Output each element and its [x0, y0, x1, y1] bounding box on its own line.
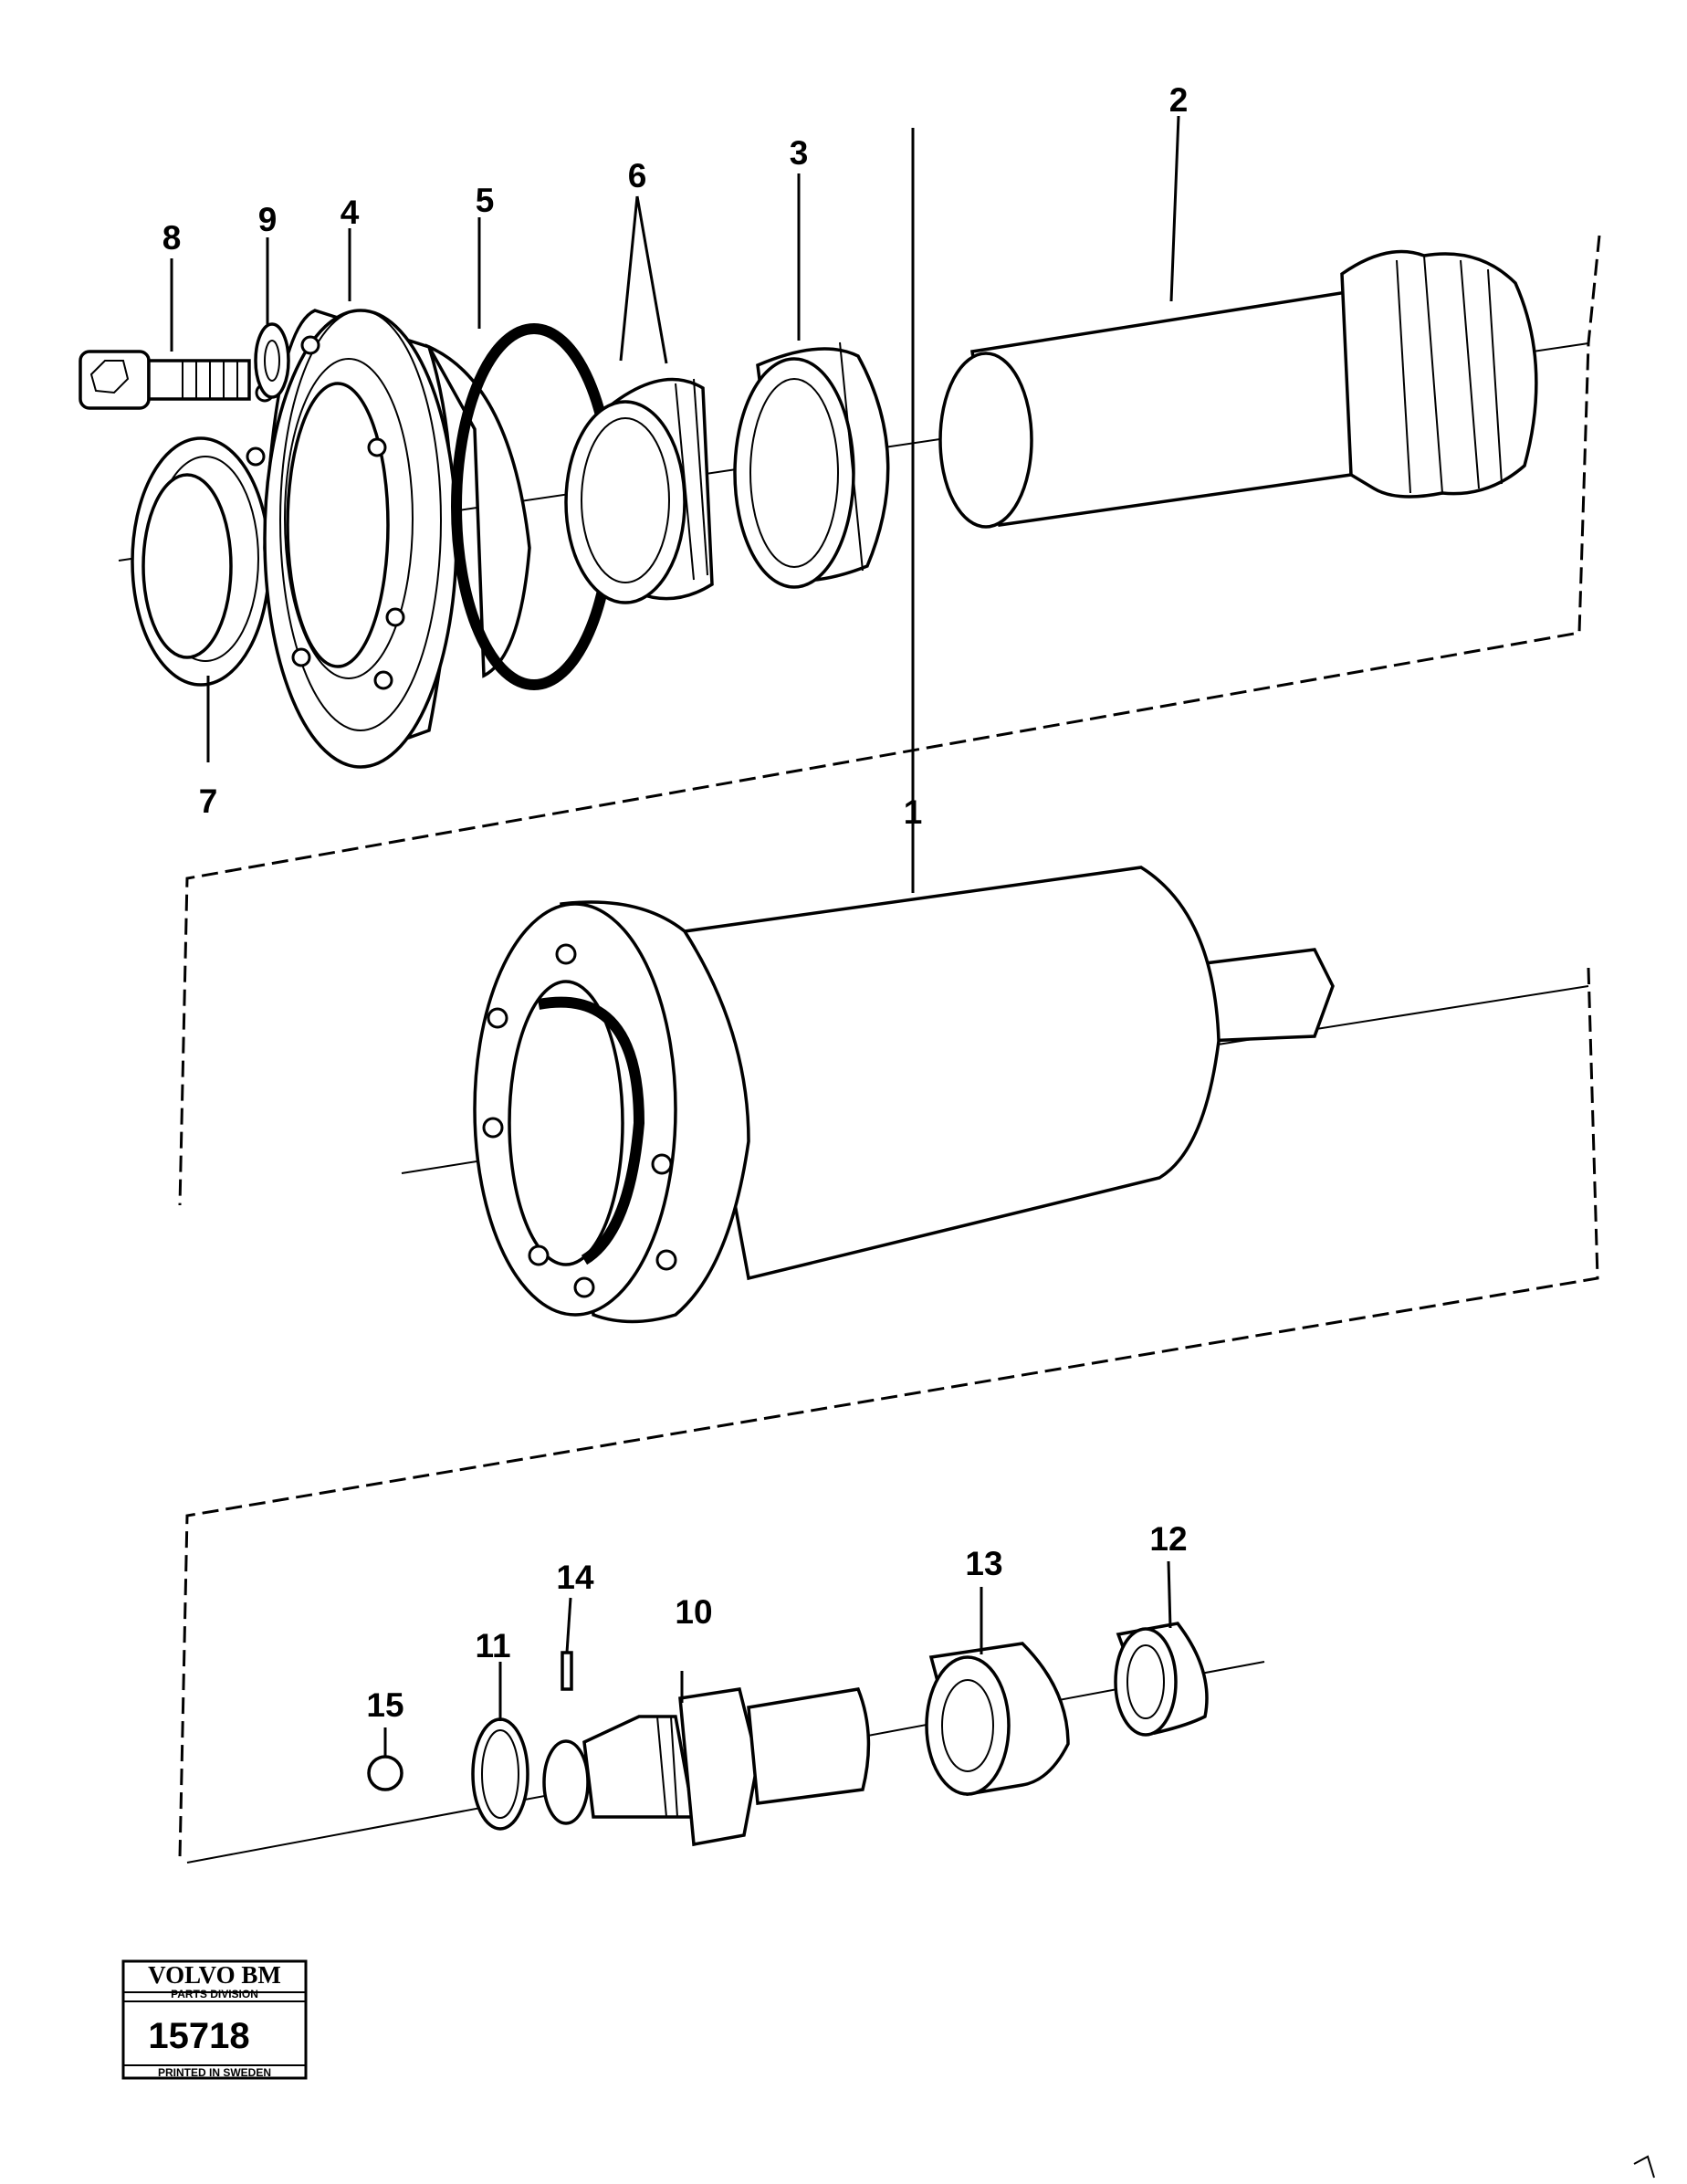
leader-lines — [170, 115, 1180, 1757]
callout-1: 1 — [904, 793, 923, 831]
callout-13: 13 — [965, 1545, 1002, 1582]
middle-group-frame — [178, 967, 1599, 1859]
part-3-guide-ring — [733, 341, 890, 589]
callout-10: 10 — [675, 1593, 712, 1631]
part-10-connector — [542, 1687, 871, 1847]
callout-8: 8 — [162, 219, 182, 257]
part-8-bolt — [79, 350, 251, 410]
callout-9: 9 — [258, 201, 278, 238]
callout-6: 6 — [628, 157, 647, 194]
part-1-cylinder-body — [473, 866, 1335, 1324]
stamp-brand: VOLVO BM — [148, 1961, 281, 1989]
callout-labels: 1 2 3 4 5 6 7 8 9 10 11 12 13 14 15 — [162, 81, 1189, 1724]
part-14-pin — [561, 1651, 573, 1691]
stamp-footer: PRINTED IN SWEDEN — [158, 2066, 271, 2079]
stamp-number: 15718 — [148, 2016, 249, 2056]
parts-division-stamp: VOLVO BM PARTS DIVISION 15718 PRINTED IN… — [121, 1959, 308, 2080]
callout-5: 5 — [476, 182, 495, 219]
part-12-sleeve — [1114, 1622, 1209, 1737]
corner-mark — [1633, 2155, 1655, 2179]
callout-12: 12 — [1149, 1520, 1187, 1558]
part-11-snap-ring — [471, 1717, 529, 1831]
part-6-piston-seals — [564, 377, 714, 604]
part-7-seal-ring — [131, 436, 271, 687]
part-9-lock-washer — [254, 322, 290, 399]
callout-2: 2 — [1169, 81, 1189, 119]
callout-15: 15 — [366, 1686, 403, 1724]
callout-4: 4 — [341, 194, 360, 231]
stamp-division: PARTS DIVISION — [171, 1988, 258, 2000]
callout-3: 3 — [790, 134, 809, 172]
part-13-nut — [925, 1642, 1070, 1796]
callout-11: 11 — [475, 1627, 510, 1664]
callout-14: 14 — [556, 1559, 594, 1596]
part-4-flange — [246, 309, 531, 769]
callout-7: 7 — [199, 782, 218, 820]
upper-group-frame — [178, 235, 1601, 1206]
part-2-piston-rod — [938, 249, 1538, 529]
part-15-ball — [367, 1755, 403, 1791]
